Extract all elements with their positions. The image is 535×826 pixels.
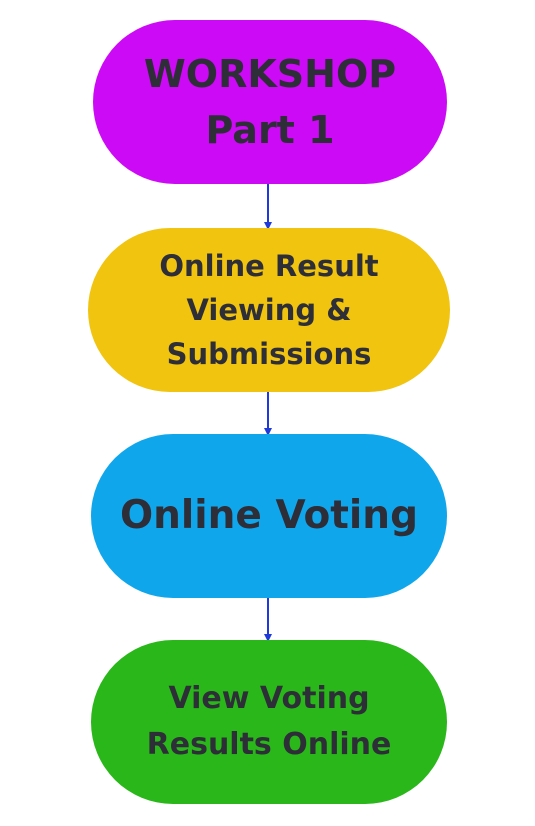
view-results-node-line-2: Results Online [146, 727, 392, 762]
workshop-node-line-1: WORKSHOP [143, 52, 397, 96]
view-results-node: View Voting Results Online [91, 640, 447, 804]
online-result-node-line-3: Submissions [166, 337, 372, 371]
online-result-node-line-2: Viewing & [186, 293, 352, 327]
workshop-node: WORKSHOP Part 1 [93, 20, 447, 184]
workshop-node-line-2: Part 1 [205, 108, 335, 152]
online-voting-node: Online Voting [91, 434, 447, 598]
online-result-node-line-1: Online Result [159, 249, 379, 283]
online-voting-node-line-1: Online Voting [120, 493, 418, 538]
online-result-node: Online Result Viewing & Submissions [88, 228, 450, 392]
view-results-node-line-1: View Voting [168, 681, 370, 716]
